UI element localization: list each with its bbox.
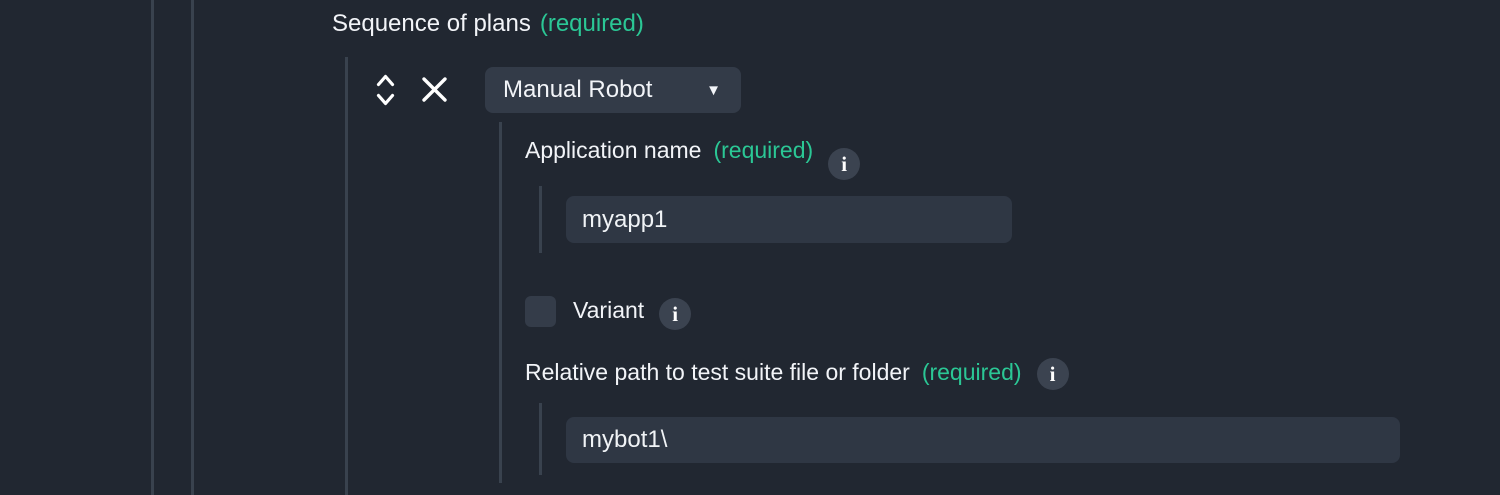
plan-type-dropdown-value: Manual Robot [503,76,653,103]
section-heading: Sequence of plans (required) [332,8,644,39]
variant-checkbox[interactable] [525,296,556,327]
indent-guide-plan-item [499,122,502,483]
application-name-input[interactable] [566,196,1012,243]
section-title: Sequence of plans [332,10,531,37]
section-required-badge: (required) [539,10,644,37]
relative-path-required-badge: (required) [921,359,1022,385]
indent-guide-1 [151,0,154,495]
relative-path-info-icon[interactable]: i [1036,358,1069,390]
application-name-required-badge: (required) [713,137,814,163]
variant-info-icon[interactable]: i [659,298,692,330]
indent-guide-path-input [539,403,542,475]
plan-type-dropdown[interactable]: Manual Robot ▼ [485,67,741,113]
application-name-label: Application name [525,137,702,163]
reorder-handle-icon[interactable] [374,71,397,109]
application-name-label-row: Application name (required) i [525,135,861,180]
indent-guide-2 [191,0,194,495]
remove-plan-close-icon[interactable] [419,74,450,105]
relative-path-label: Relative path to test suite file or fold… [525,359,910,385]
variant-label: Variant [573,297,645,323]
variant-row: Variant i [525,295,692,330]
application-name-info-icon[interactable]: i [828,148,861,180]
indent-guide-app-name-input [539,186,542,253]
relative-path-input[interactable] [566,417,1400,463]
chevron-down-icon: ▼ [706,81,721,99]
indent-guide-plans [345,57,348,495]
relative-path-label-row: Relative path to test suite file or fold… [525,357,1069,390]
